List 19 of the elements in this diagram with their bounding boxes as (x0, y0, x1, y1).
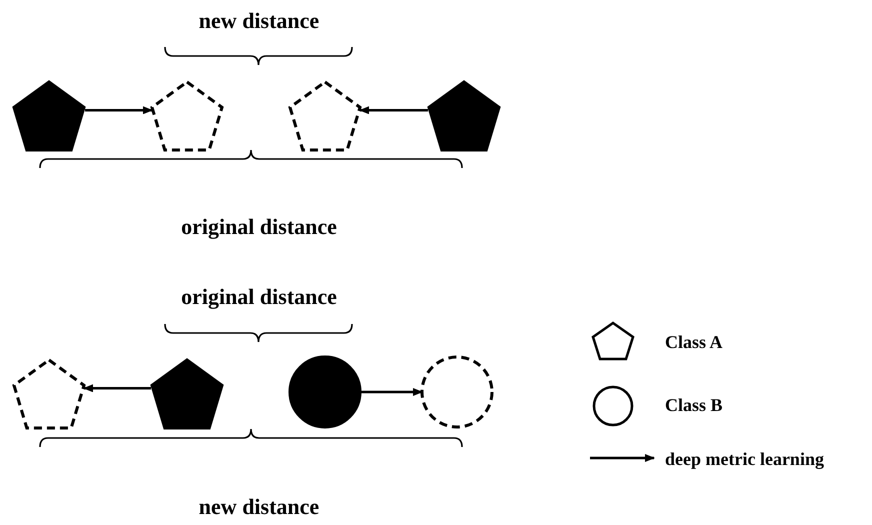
legend-text: Class B (665, 395, 723, 416)
legend-text: deep metric learning (665, 449, 824, 470)
distance-label: new distance (198, 8, 320, 34)
arrow (85, 106, 153, 114)
distance-label: original distance (181, 214, 337, 240)
arrow (83, 384, 151, 392)
filled-pentagon (427, 80, 501, 152)
legend-text: Class A (665, 332, 723, 353)
dashed-pentagon (12, 358, 86, 430)
filled-pentagon (150, 358, 224, 430)
filled-pentagon (12, 80, 86, 152)
dashed-circle (420, 355, 494, 429)
dashed-pentagon (288, 80, 362, 152)
arrow (359, 106, 428, 114)
arrow (361, 388, 423, 396)
filled-circle (288, 355, 362, 429)
dashed-pentagon (150, 80, 224, 152)
distance-label: new distance (198, 494, 320, 520)
distance-label: original distance (181, 284, 337, 310)
